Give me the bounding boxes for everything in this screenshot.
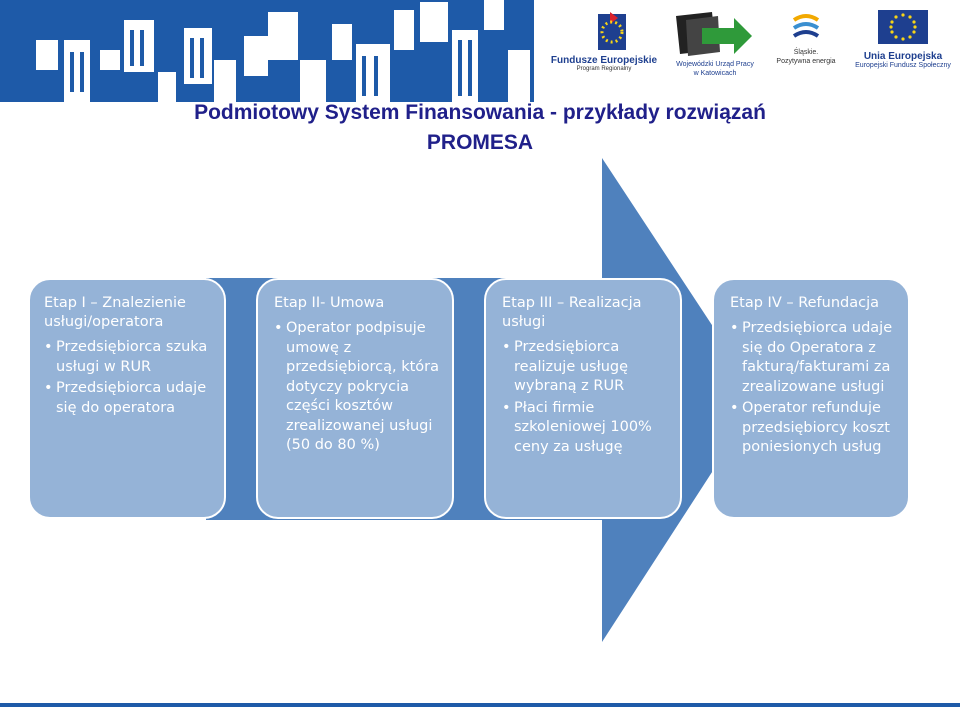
- slide-title: Podmiotowy System Finansowania - przykła…: [0, 98, 960, 158]
- logo-fundusze: Fundusze Europejskie Program Regionalny: [544, 56, 664, 74]
- stage-box-1: Etap I – Znalezienie usługi/operatora Pr…: [28, 278, 226, 519]
- stage-3-bullet-2-text: Płaci firmie szkoleniowej 100% ceny za u…: [514, 399, 652, 455]
- stage-box-3: Etap III – Realizacja usługi Przedsiębio…: [484, 278, 682, 519]
- stage-2-bullet-1: Operator podpisuje umowę z przedsiębiorc…: [274, 319, 442, 456]
- logo-wup-name: Wojewódzki Urząd Pracy: [676, 61, 754, 68]
- header-banner: Fundusze Europejskie Program Regionalny …: [0, 0, 960, 102]
- stage-1-bullet-2-text: Przedsiębiorca udaje się do operatora: [56, 380, 207, 416]
- stage-1-bullet-2: Przedsiębiorca udaje się do operatora: [44, 379, 214, 418]
- logo-ue: Unia Europejska Europejski Fundusz Społe…: [846, 52, 960, 70]
- stage-3-bullets: Przedsiębiorca realizuje usługę wybraną …: [502, 338, 670, 457]
- title-line-2: PROMESA: [426, 131, 534, 154]
- eu-flag-icon: [878, 10, 928, 44]
- stage-2-bullet-1-text: Operator podpisuje umowę z przedsiębiorc…: [286, 320, 440, 453]
- logo-strip: Fundusze Europejskie Program Regionalny …: [534, 0, 960, 102]
- logo-ue-sub: Europejski Fundusz Społeczny: [855, 62, 951, 69]
- stage-4-heading: Etap IV – Refundacja: [730, 295, 880, 311]
- logo-ue-name: Unia Europejska: [863, 51, 943, 62]
- stage-box-2: Etap II- Umowa Operator podpisuje umowę …: [256, 278, 454, 519]
- stage-3-heading: Etap III – Realizacja usługi: [502, 295, 642, 330]
- logo-fundusze-sub: Program Regionalny: [576, 66, 632, 72]
- logo-wup-sub: w Katowicach: [693, 70, 737, 77]
- slaskie-logo-icon: [792, 14, 820, 38]
- stage-4-bullet-1: Przedsiębiorca udaje się do Operatora z …: [730, 319, 900, 397]
- stage-4-bullet-2-text: Operator refunduje przedsiębiorcy koszt …: [742, 400, 890, 455]
- logo-wup: Wojewódzki Urząd Pracy w Katowicach: [660, 60, 770, 78]
- footer-line: [0, 703, 960, 707]
- logo-slaskie-sub: Pozytywna energia: [776, 58, 836, 65]
- fundusze-europejskie-logo-icon: [598, 12, 626, 50]
- banner-decoration: [0, 0, 534, 102]
- wup-arrow-logo-icon: [676, 12, 752, 56]
- stage-3-bullet-1: Przedsiębiorca realizuje usługę wybraną …: [502, 338, 670, 397]
- stage-3-bullet-2: Płaci firmie szkoleniowej 100% ceny za u…: [502, 399, 670, 458]
- stage-2-bullets: Operator podpisuje umowę z przedsiębiorc…: [274, 319, 442, 456]
- stage-3-bullet-1-text: Przedsiębiorca realizuje usługę wybraną …: [514, 339, 629, 394]
- stage-box-4: Etap IV – Refundacja Przedsiębiorca udaj…: [712, 278, 910, 519]
- stage-1-bullet-1: Przedsiębiorca szuka usługi w RUR: [44, 338, 214, 377]
- stage-4-bullets: Przedsiębiorca udaje się do Operatora z …: [730, 319, 900, 458]
- stage-4-bullet-1-text: Przedsiębiorca udaje się do Operatora z …: [742, 320, 893, 395]
- banner-blocks-graphic: [36, 0, 530, 102]
- stage-1-bullet-1-text: Przedsiębiorca szuka usługi w RUR: [56, 339, 208, 375]
- stage-1-heading: Etap I – Znalezienie usługi/operatora: [44, 295, 186, 330]
- logo-slaskie-name: Śląskie.: [793, 49, 819, 56]
- stage-2-heading: Etap II- Umowa: [274, 295, 385, 311]
- logo-fundusze-name: Fundusze Europejskie: [550, 55, 658, 66]
- stage-4-bullet-2: Operator refunduje przedsiębiorcy koszt …: [730, 399, 900, 458]
- stage-1-bullets: Przedsiębiorca szuka usługi w RUR Przeds…: [44, 338, 214, 418]
- title-line-1: Podmiotowy System Finansowania - przykła…: [194, 101, 766, 124]
- logo-slaskie: Śląskie. Pozytywna energia: [766, 48, 846, 66]
